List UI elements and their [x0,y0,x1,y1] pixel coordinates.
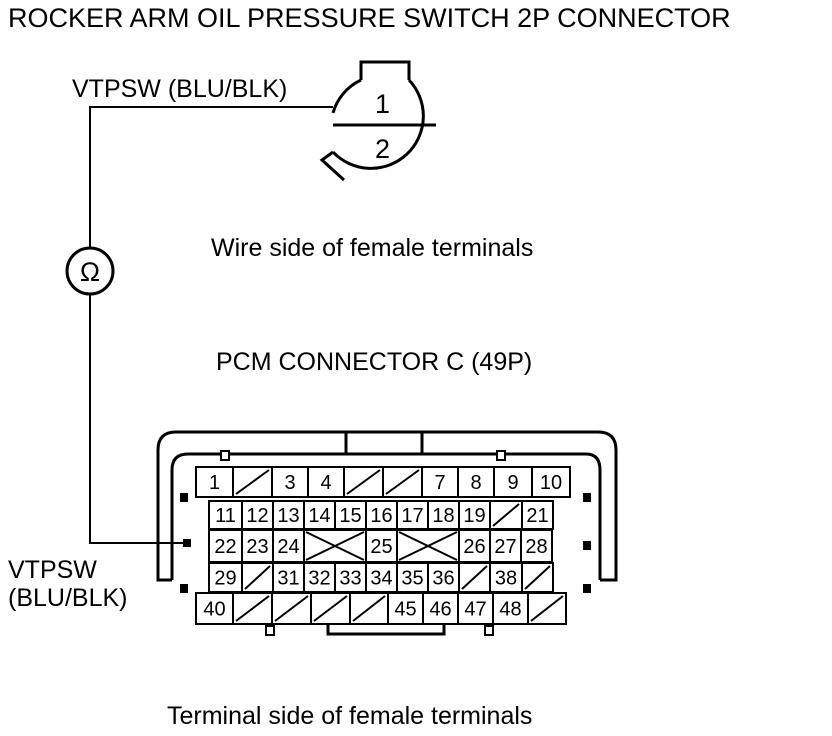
pcm-terminal-label-25: 25 [370,536,392,558]
pcm-terminal-label-16: 16 [370,505,392,527]
pcm-terminal-22 [208,529,243,563]
pcm-terminal-14 [303,500,336,530]
ohmmeter-icon: Ω [65,246,115,296]
pcm-terminal-label-15: 15 [339,505,361,527]
pcm-terminal-unused-mark [461,565,488,590]
svg-text:Ω: Ω [80,257,100,287]
pcm-terminal-label-3: 3 [284,472,295,494]
pcm-terminal-label-48: 48 [499,599,521,621]
switch-pin-2: 2 [375,134,390,164]
pcm-terminal-label-21: 21 [526,505,548,527]
pcm-terminal-label-46: 46 [429,599,451,621]
pcm-terminal-unused-mark [492,503,520,527]
pcm-terminal-label-19: 19 [463,505,485,527]
pcm-terminal-unused-mark [530,595,564,622]
pcm-terminal-label-9: 9 [507,472,518,494]
pcm-terminal-label-17: 17 [401,505,423,527]
pcm-terminal-label-34: 34 [370,568,392,590]
pcm-terminal-label-7: 7 [434,472,445,494]
pcm-terminal-label-31: 31 [277,568,299,590]
switch-connector: 1 2 [319,60,436,182]
pcm-terminal-unused-mark [352,595,386,622]
pcm-connector-caption: Terminal side of female terminals [167,702,532,730]
switch-wire-label: VTPSW (BLU/BLK) [72,75,287,103]
pcm-connector-title: PCM CONNECTOR C (49P) [216,348,532,376]
pcm-terminal-28 [520,529,553,563]
pcm-terminal-label-33: 33 [339,568,361,590]
pcm-terminal-45 [387,592,424,625]
pcm-terminal-unused-mark [274,595,309,622]
test-lead [89,106,333,547]
pcm-terminal-unused-mark [235,469,270,495]
switch-connector-caption: Wire side of female terminals [211,234,533,262]
pcm-terminal-label-12: 12 [246,505,268,527]
pcm-terminal-label-11: 11 [215,505,236,527]
pcm-terminal-label-8: 8 [470,472,481,494]
pcm-terminal-label-27: 27 [494,536,516,558]
pcm-connector-housing [156,430,618,636]
pcm-terminal-label-18: 18 [432,505,454,527]
pcm-terminal-label-40: 40 [203,599,225,621]
pcm-terminal-label-38: 38 [495,568,517,590]
pcm-terminal-unused-mark [524,565,551,590]
pcm-terminal-unused-mark [346,469,381,495]
pcm-terminal-unused-mark [385,469,420,495]
pcm-terminal-label-22: 22 [214,536,236,558]
pcm-terminal-label-47: 47 [464,599,486,621]
pcm-terminal-label-13: 13 [277,505,299,527]
pcm-terminal-unused-mark [244,565,271,590]
pcm-terminal-1 [195,466,234,498]
pcm-terminal-label-28: 28 [525,536,547,558]
pcm-terminal-40 [195,592,234,625]
pcm-wire-label-line2: (BLU/BLK) [8,584,127,612]
switch-pin-1: 1 [375,89,390,119]
pcm-terminal-label-10: 10 [540,472,562,494]
pcm-terminal-label-26: 26 [463,536,485,558]
pcm-terminal-16 [365,500,398,530]
pcm-terminal-10 [531,466,571,498]
pcm-wire-label-line1: VTPSW [8,556,97,584]
pcm-terminal-label-14: 14 [308,505,330,527]
pcm-terminal-label-35: 35 [401,568,423,590]
pcm-terminal-blocked-mark [398,531,458,561]
pcm-terminal-label-29: 29 [214,568,236,590]
pcm-terminal-label-1: 1 [209,472,220,494]
pcm-terminal-unused-mark [235,595,270,622]
diagram-title: ROCKER ARM OIL PRESSURE SWITCH 2P CONNEC… [8,3,731,33]
pcm-terminal-label-24: 24 [277,536,299,558]
pcm-terminal-label-32: 32 [308,568,330,590]
pcm-terminal-unused-mark [313,595,348,622]
pcm-terminal-label-45: 45 [394,599,416,621]
pcm-terminal-label-23: 23 [246,536,268,558]
pcm-terminal-label-36: 36 [432,568,454,590]
pcm-terminal-blocked-mark [305,531,365,561]
pcm-terminal-4 [307,466,345,498]
pcm-terminal-46 [422,592,459,625]
pcm-terminal-13 [272,500,305,530]
pcm-terminal-label-4: 4 [320,472,331,494]
